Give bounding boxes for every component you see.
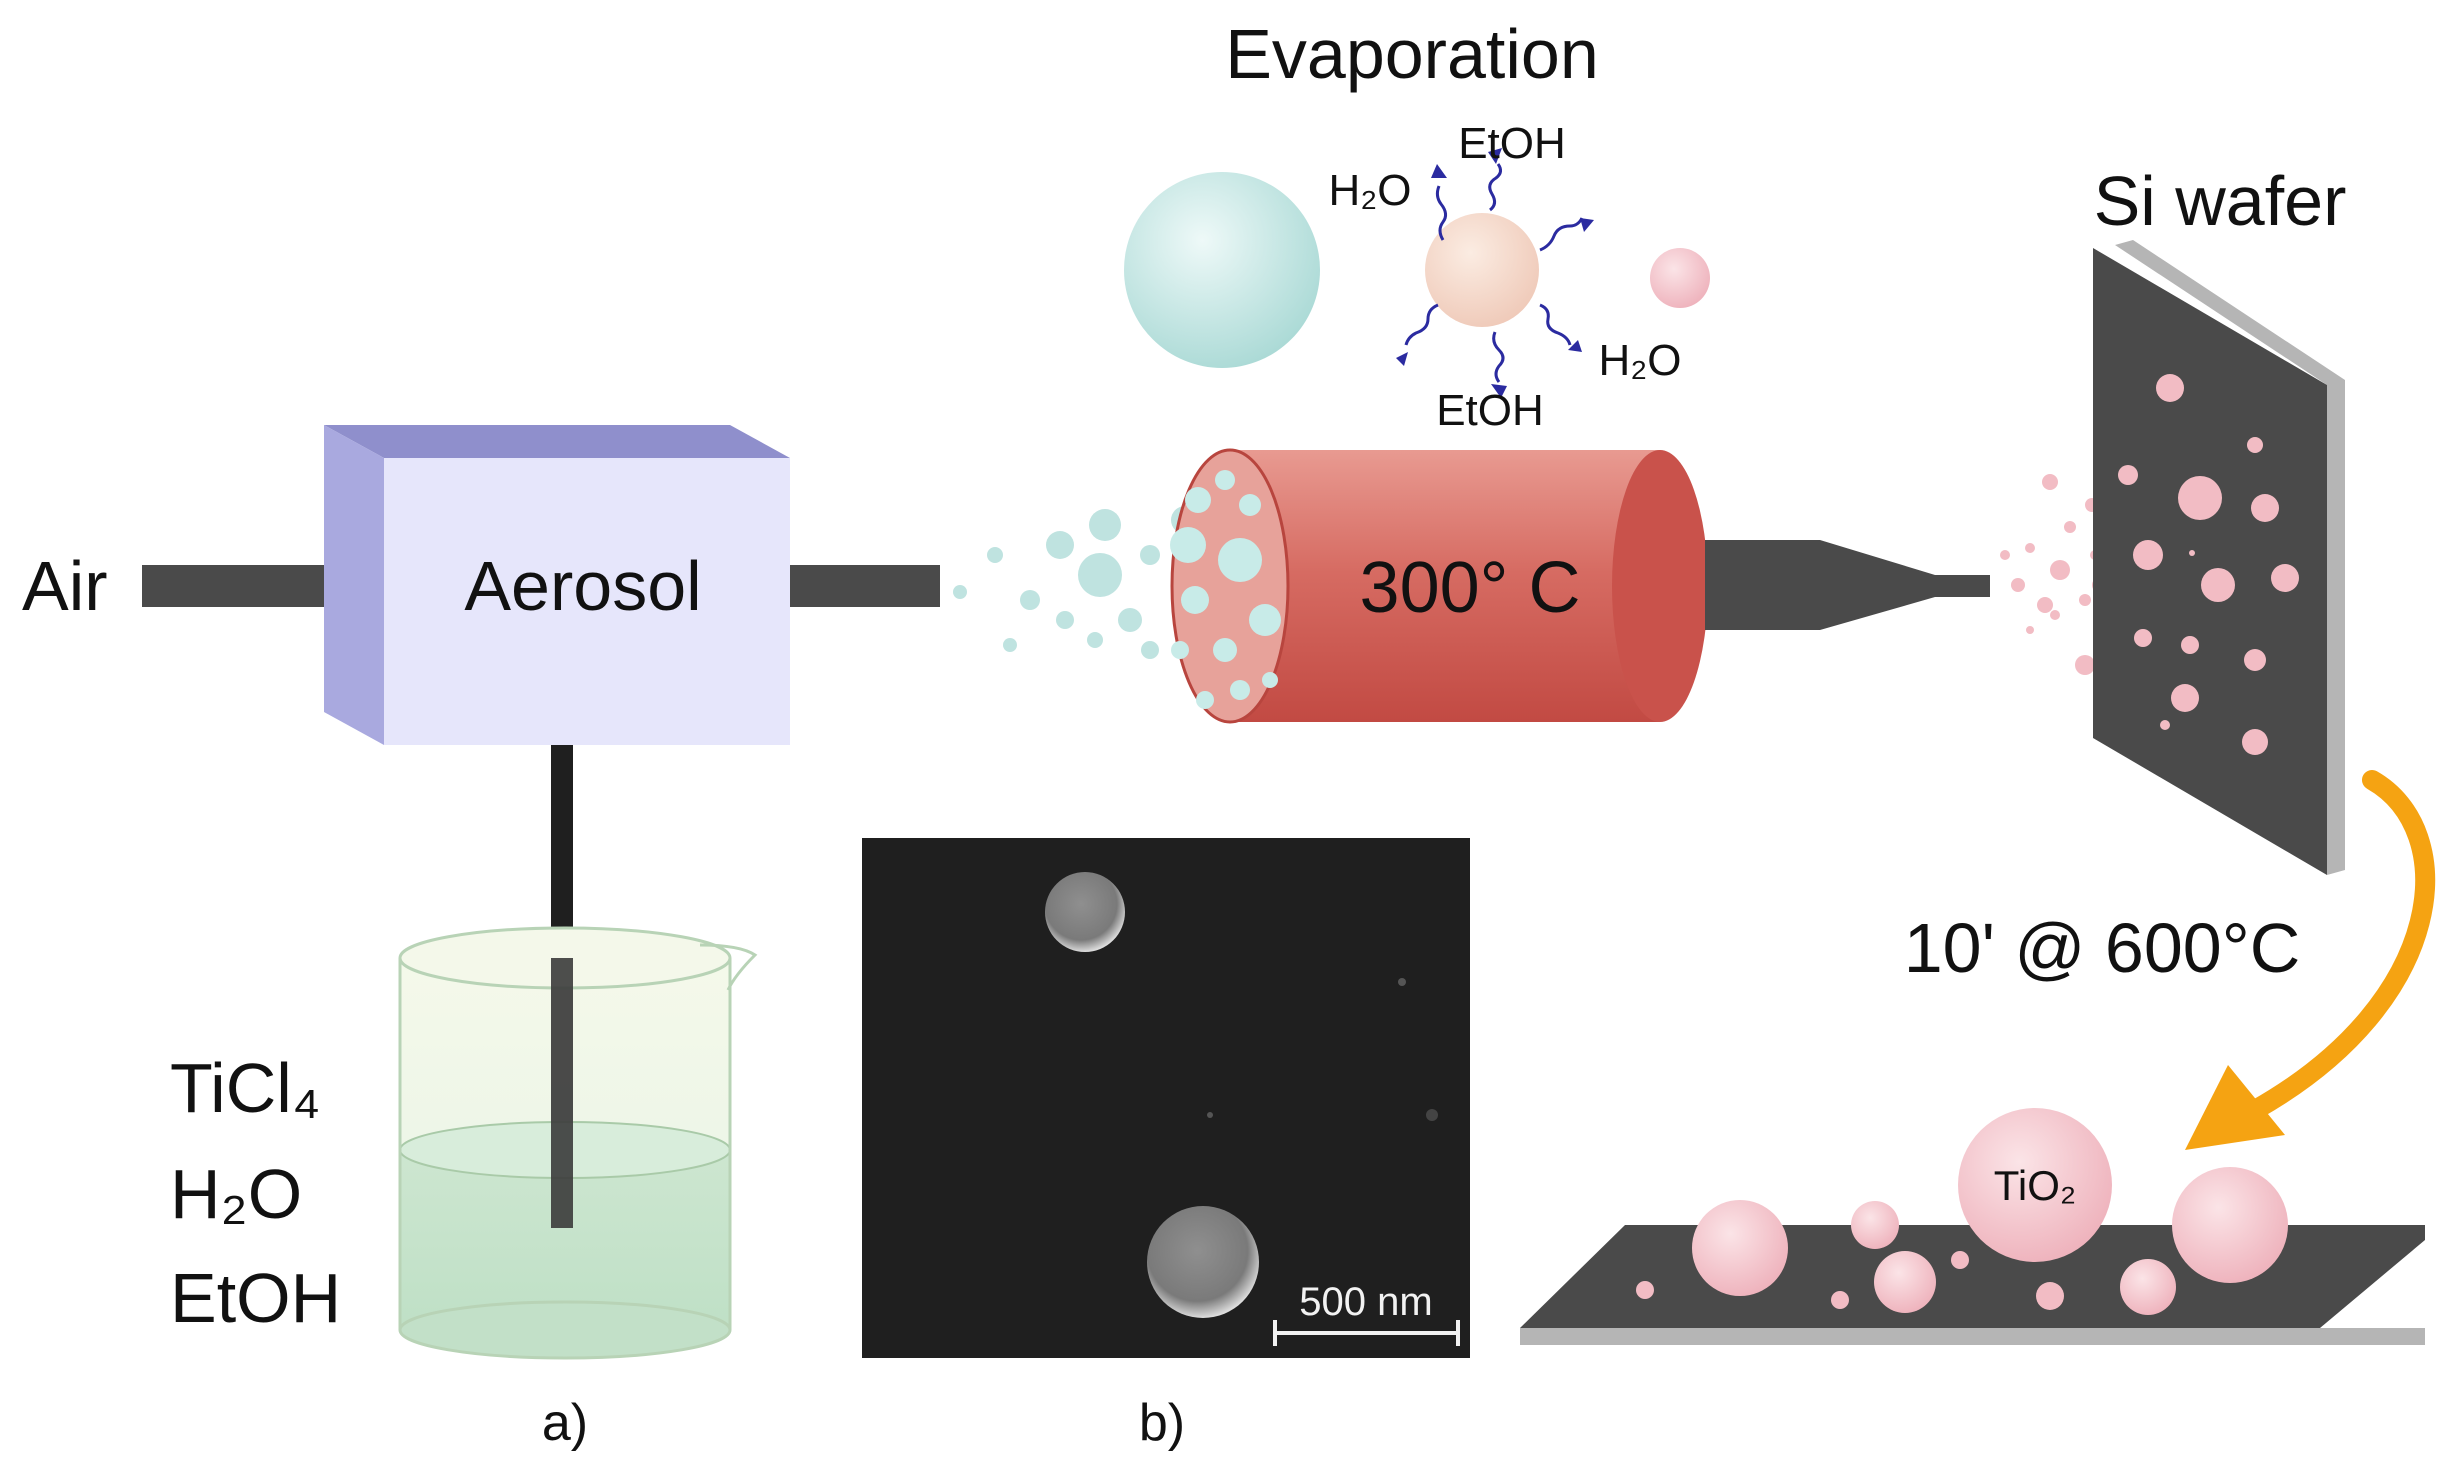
tio2-label: TiO₂ — [1994, 1162, 2076, 1209]
aerosol-box-top — [324, 425, 790, 458]
dried-particle — [1650, 248, 1710, 308]
panel-a-label: a) — [542, 1394, 588, 1452]
vapor-h2o-top: H₂O — [1328, 166, 1411, 215]
furnace-temperature: 300° C — [1360, 548, 1581, 628]
vapor-arrows — [1404, 163, 1584, 383]
furnace-body — [1230, 450, 1660, 722]
anneal-arrowhead — [2185, 1065, 2285, 1150]
sem-particle-lower — [1147, 1206, 1259, 1318]
vapor-h2o-right: H₂O — [1598, 336, 1681, 385]
beaker-bottom — [398, 1300, 732, 1360]
anneal-condition: 10' @ 600°C — [1904, 909, 2301, 987]
scale-bar-label: 500 nm — [1299, 1280, 1432, 1324]
submerged-tube — [551, 958, 573, 1228]
tio2-particles — [1636, 1108, 2288, 1315]
si-wafer — [2093, 240, 2345, 875]
aerosol-outlet-pipe — [790, 565, 940, 607]
furnace-back-end — [1612, 450, 1708, 722]
evaporation-title: Evaporation — [1225, 15, 1599, 93]
substrate-face — [1520, 1225, 2425, 1328]
aerosol-box-front — [384, 458, 790, 745]
panel-b-label: b) — [1139, 1394, 1185, 1452]
reagent-ticl4: TiCl₄ — [170, 1049, 320, 1127]
initial-droplet — [1124, 172, 1320, 368]
drying-droplet — [1425, 213, 1539, 327]
beaker-spout — [699, 943, 758, 991]
aerosol-generator: Aerosol — [324, 425, 790, 745]
annealed-substrate — [1520, 1225, 2425, 1345]
furnace: 300° C — [1170, 448, 1708, 724]
air-inlet-pipe — [142, 565, 352, 607]
furnace-front-opening — [1170, 448, 1290, 724]
droplets-inside-furnace — [1170, 470, 1281, 709]
sem-particle-upper — [1045, 872, 1125, 952]
vapor-arrowheads — [1396, 148, 1594, 398]
particle-spray — [2000, 474, 2108, 675]
outlet-nozzle — [1705, 540, 1990, 630]
vapor-etoh-bottom: EtOH — [1436, 386, 1544, 435]
substrate-edge — [1520, 1328, 2425, 1345]
vapor-etoh-top: EtOH — [1458, 119, 1566, 168]
aerosol-box-side — [324, 425, 384, 745]
reagent-h2o: H₂O — [170, 1155, 302, 1233]
beaker — [398, 926, 758, 1360]
si-wafer-label: Si wafer — [2094, 162, 2347, 240]
deposited-particles — [2118, 374, 2299, 755]
si-wafer-face — [2093, 248, 2327, 875]
anneal-arrow — [2245, 770, 2436, 1120]
reagent-etoh: EtOH — [170, 1259, 341, 1337]
sem-image: 500 nm — [862, 838, 1470, 1358]
aerosol-label: Aerosol — [464, 547, 701, 625]
air-label: Air — [22, 547, 108, 625]
